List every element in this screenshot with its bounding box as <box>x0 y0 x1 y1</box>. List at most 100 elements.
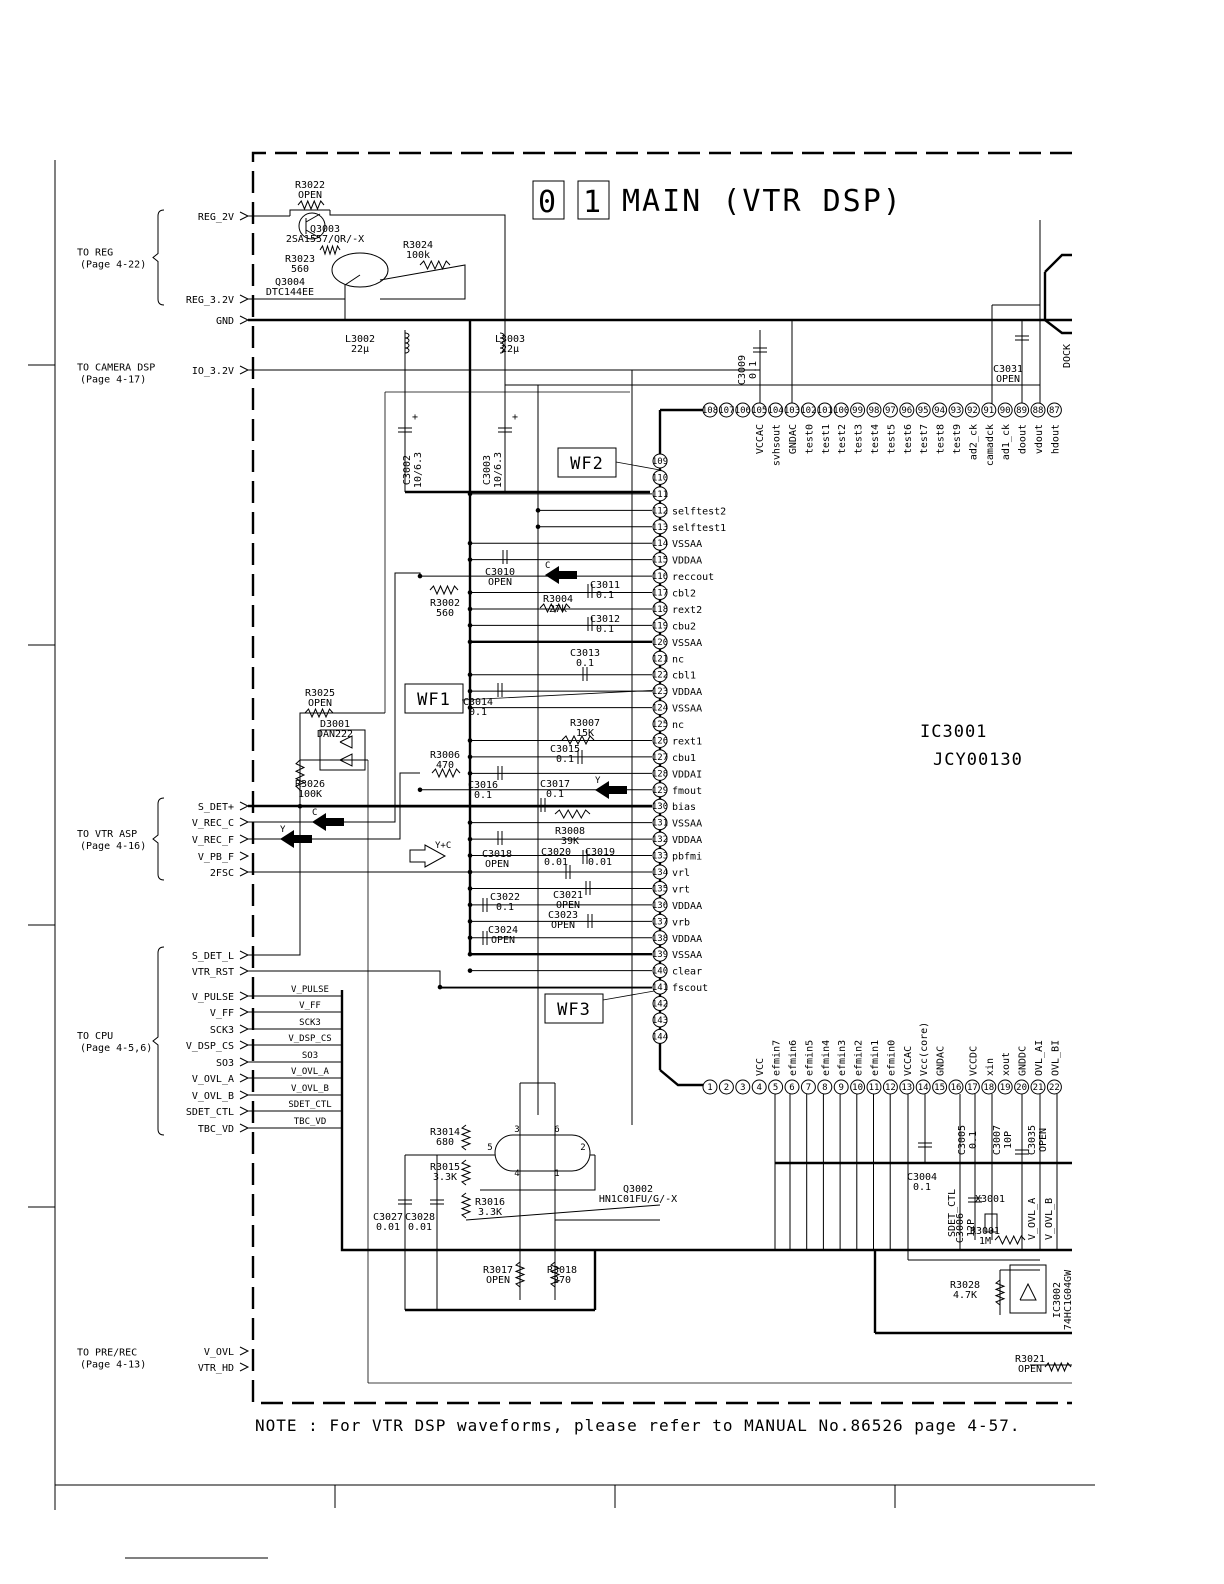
component-ref: C3016 <box>468 780 498 791</box>
waveform-box-wf2 <box>557 447 617 478</box>
ic-pin-number: 136 <box>652 901 668 911</box>
component-ref: R3018 <box>547 1265 577 1276</box>
ic-pin-name: camadck <box>985 424 996 466</box>
ic-pin-number: 140 <box>652 967 668 977</box>
ic-pin-name: test1 <box>821 424 832 454</box>
ic-pin <box>652 815 668 831</box>
net-label: V_OVL_B <box>1044 1198 1055 1240</box>
ic-pin-number: 7 <box>806 1083 811 1093</box>
page-title: MAIN (VTR DSP) <box>622 184 903 219</box>
ic-pin <box>817 1079 833 1095</box>
connector-arrow <box>239 834 250 844</box>
component-value: 100K <box>298 789 322 800</box>
connector-brace <box>152 946 165 1136</box>
component-ref: R3028 <box>950 1280 980 1291</box>
ic-pin-number: 115 <box>652 556 668 566</box>
component-ref: C3014 <box>463 697 493 708</box>
ic-part-label: JCY00130 <box>933 750 1023 770</box>
q3002-pin-number: 2 <box>580 1143 585 1153</box>
component-value: 270 <box>553 1275 571 1286</box>
connector-signal-label: V_PULSE <box>192 992 234 1003</box>
component-value: 0.1 <box>596 624 614 635</box>
ic-pin <box>652 601 668 617</box>
junction-dot <box>467 935 473 941</box>
component-ref: R3002 <box>430 598 460 609</box>
wire <box>305 213 321 223</box>
ic-pin-name: VSSAA <box>672 950 702 961</box>
connector-signal-label: SO3 <box>216 1058 234 1069</box>
waveform-label: WF3 <box>557 1000 591 1020</box>
v-rec-f-arrow <box>280 830 312 848</box>
ic-pin-number: 118 <box>652 605 668 615</box>
connector-signal-label: IO_3.2V <box>192 366 234 377</box>
ic-pin-name: ad1_ck <box>1001 424 1012 460</box>
connector-arrow <box>239 991 250 1001</box>
r3004-symbol <box>539 602 571 614</box>
connector-arrow <box>239 1090 250 1100</box>
ic-pin-number: 144 <box>652 1032 668 1042</box>
waveform-note: NOTE : For VTR DSP waveforms, please ref… <box>255 1416 1021 1435</box>
ic-pin-number: 90 <box>1000 406 1011 416</box>
ic-pin-number: 10 <box>852 1083 863 1093</box>
junction-dot <box>467 491 473 497</box>
ic-pin <box>718 1079 734 1095</box>
ic-pin-number: 8 <box>822 1083 827 1093</box>
cpu-bus-label: SO3 <box>302 1051 318 1061</box>
component-value: 0.1 <box>576 658 594 669</box>
ic-pin-number: 2 <box>724 1083 729 1093</box>
component-ref: X3001 <box>975 1194 1005 1205</box>
component-ref: C3023 <box>548 910 578 921</box>
ic-pin-name: efmin5 <box>804 1040 815 1076</box>
ic-pin-name: VSSAA <box>672 638 702 649</box>
component-ref: R3022 <box>295 180 325 191</box>
ic-pin-number: 95 <box>918 406 929 416</box>
block-boundary-dashed <box>251 151 1072 1405</box>
ic-pin-name: vdout <box>1034 424 1045 454</box>
q3002-pin-number: 1 <box>554 1169 559 1179</box>
ic-pin <box>652 486 668 502</box>
ic-pin-name: selftest2 <box>672 506 726 517</box>
connector-signal-label: REG_3.2V <box>186 295 234 306</box>
ic-pin-number: 16 <box>951 1083 962 1093</box>
ic-pin-name: test7 <box>919 424 930 454</box>
ic-pin <box>833 402 849 418</box>
component-value: 0.1 <box>748 361 759 379</box>
ic-pin-number: 105 <box>751 406 767 416</box>
connector-signal-label: VTR_RST <box>192 967 234 978</box>
diode <box>339 753 353 767</box>
connector-arrow <box>239 365 250 375</box>
r3014-symbol <box>460 1124 472 1151</box>
component-ref: D3001 <box>320 719 350 730</box>
ic-pin-number: 22 <box>1049 1083 1060 1093</box>
connector-signal-label: VTR_HD <box>198 1363 234 1374</box>
ic-pin-number: 135 <box>652 884 668 894</box>
ic-pin <box>652 617 668 633</box>
r3016-symbol <box>460 1192 472 1219</box>
connector-destination: TO REG <box>77 248 113 259</box>
dock-connector-outline <box>1043 253 1072 335</box>
ic-pin-number: 6 <box>789 1083 794 1093</box>
ic-pin-number: 18 <box>983 1083 994 1093</box>
component-ref: R3001 <box>970 1226 1000 1237</box>
ic-pin <box>751 402 767 418</box>
ic-pin-name: efmin0 <box>886 1040 897 1076</box>
ic-pin-name: doout <box>1018 424 1029 454</box>
ic-pin-name: clear <box>672 967 702 978</box>
ic-pin-number: 123 <box>652 687 668 697</box>
ic-pin-name: nc <box>672 654 684 665</box>
ic-pin-number: 113 <box>652 523 668 533</box>
ic-pin <box>997 402 1013 418</box>
ic-pin <box>702 1079 718 1095</box>
component-ref: C3005 <box>957 1125 968 1155</box>
ic-pin-number: 127 <box>652 753 668 763</box>
ic-pin <box>652 535 668 551</box>
ic-pin <box>1030 402 1046 418</box>
ic-pin <box>652 568 668 584</box>
ic-pin <box>768 1079 784 1095</box>
ic-pin <box>652 469 668 485</box>
component-value: 39K <box>561 836 579 847</box>
ic-pin-name: cbl1 <box>672 671 696 682</box>
component-value: 0.1 <box>556 754 574 765</box>
ic-pin <box>1014 1079 1030 1095</box>
ic-pin-number: 94 <box>934 406 945 416</box>
